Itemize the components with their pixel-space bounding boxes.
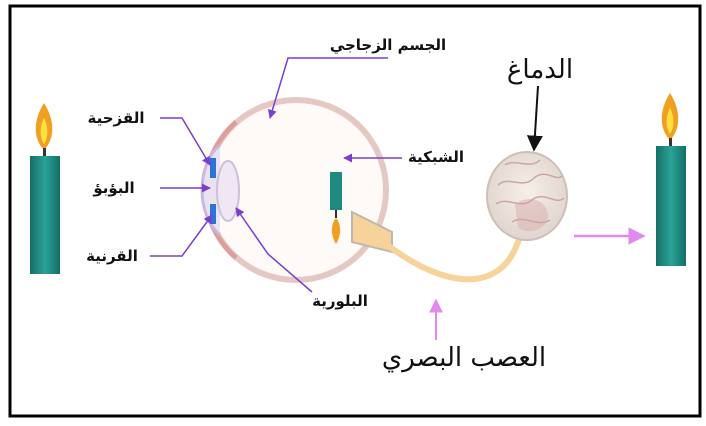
label-retina: الشبكية bbox=[408, 148, 464, 166]
label-optic-nerve: العصب البصري bbox=[382, 343, 546, 373]
label-cornea: القرنية bbox=[86, 247, 138, 265]
optic-nerve bbox=[383, 229, 525, 283]
label-pupil: البؤبؤ bbox=[92, 179, 134, 197]
left-candle bbox=[30, 103, 60, 274]
right-candle-body bbox=[656, 146, 686, 266]
eyeball bbox=[200, 97, 393, 283]
label-lens: البلورية bbox=[312, 292, 368, 310]
label-brain: الدماغ bbox=[507, 55, 573, 85]
left-candle-wick bbox=[43, 148, 46, 158]
retina-image-candle bbox=[330, 172, 342, 210]
left-candle-body bbox=[30, 156, 60, 274]
right-candle-wick bbox=[669, 138, 672, 148]
iris-shape bbox=[210, 158, 216, 178]
brain-pointer bbox=[526, 85, 543, 152]
right-candle bbox=[656, 93, 686, 266]
label-iris: القزحية bbox=[88, 109, 145, 127]
brain bbox=[486, 151, 568, 241]
vitreous-pointer bbox=[268, 57, 388, 119]
diagram-frame bbox=[8, 4, 702, 418]
iris-pointer bbox=[160, 117, 211, 166]
label-vitreous-body: الجسم الزجاجي bbox=[330, 36, 446, 54]
cornea-pointer bbox=[150, 214, 213, 257]
lens-shape bbox=[216, 160, 240, 222]
lens-pointer bbox=[235, 207, 313, 293]
